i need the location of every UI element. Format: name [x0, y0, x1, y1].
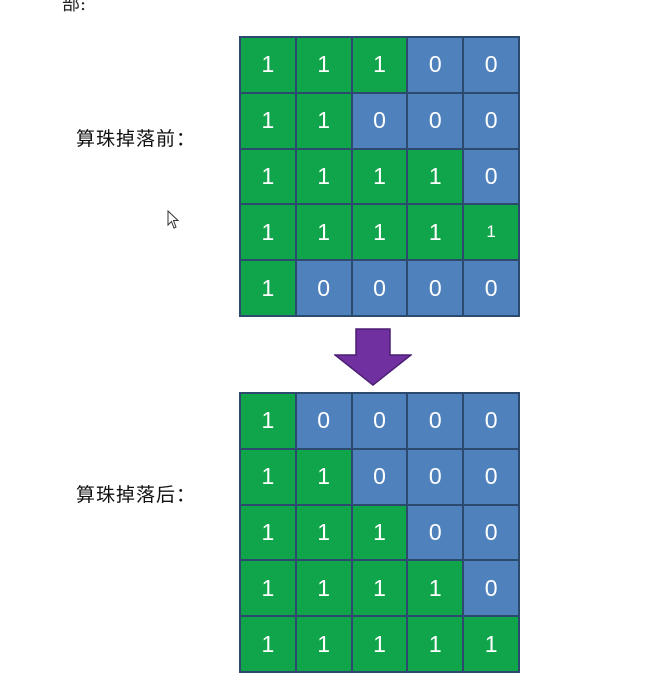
grid-cell: 1: [408, 561, 463, 616]
after-caption: 算珠掉落后：: [76, 484, 197, 506]
grid-cell: 1: [464, 617, 518, 671]
grid-cell: 0: [408, 505, 463, 560]
grid-cell: 0: [408, 261, 463, 315]
grid-cell: 1: [241, 205, 295, 260]
grid-cell: 1: [241, 261, 295, 315]
grid-cell: 1: [352, 561, 407, 616]
grid-cell: 1: [296, 617, 351, 671]
grid-cell: 1: [241, 394, 295, 448]
grid-cell: 0: [464, 149, 518, 204]
grid-cell: 1: [241, 449, 295, 504]
grid-cell: 1: [352, 205, 407, 260]
grid-cell: 0: [464, 505, 518, 560]
grid-cell: 0: [296, 394, 351, 448]
grid-cell: 1: [352, 617, 407, 671]
mouse-cursor-icon: [167, 210, 179, 229]
grid-cell: 0: [352, 261, 407, 315]
grid-cell: 0: [408, 394, 463, 448]
grid-cell: 1: [352, 505, 407, 560]
grid-cell: 1: [296, 561, 351, 616]
grid-cell: 0: [408, 93, 463, 148]
before-caption: 算珠掉落前：: [76, 128, 197, 150]
grid-cell: 1: [464, 205, 518, 260]
top-text-fragment: 部:: [62, 0, 87, 15]
grid-cell: 1: [296, 93, 351, 148]
grid-cell: 1: [296, 38, 351, 92]
grid-cell: 1: [408, 205, 463, 260]
grid-cell: 0: [464, 449, 518, 504]
grid-cell: 0: [464, 394, 518, 448]
grid-cell: 1: [296, 149, 351, 204]
grid-cell: 1: [352, 149, 407, 204]
grid-cell: 1: [241, 149, 295, 204]
grid-cell: 0: [352, 449, 407, 504]
grid-cell: 0: [408, 449, 463, 504]
grid-cell: 1: [241, 617, 295, 671]
grid-cell: 1: [352, 38, 407, 92]
grid-cell: 0: [464, 561, 518, 616]
grid-cell: 1: [296, 205, 351, 260]
grid-cell: 0: [352, 394, 407, 448]
grid-cell: 0: [352, 93, 407, 148]
grid-cell: 0: [408, 38, 463, 92]
grid-cell: 1: [241, 505, 295, 560]
grid-cell: 0: [464, 261, 518, 315]
grid-cell: 0: [464, 93, 518, 148]
grid-cell: 1: [408, 149, 463, 204]
grid-cell: 0: [296, 261, 351, 315]
grid-cell: 0: [464, 38, 518, 92]
grid-cell: 1: [241, 93, 295, 148]
grid-cell: 1: [241, 561, 295, 616]
grid-cell: 1: [296, 505, 351, 560]
grid-cell: 1: [408, 617, 463, 671]
down-arrow-icon: [334, 328, 412, 386]
grid-cell: 1: [296, 449, 351, 504]
grid-cell: 1: [241, 38, 295, 92]
